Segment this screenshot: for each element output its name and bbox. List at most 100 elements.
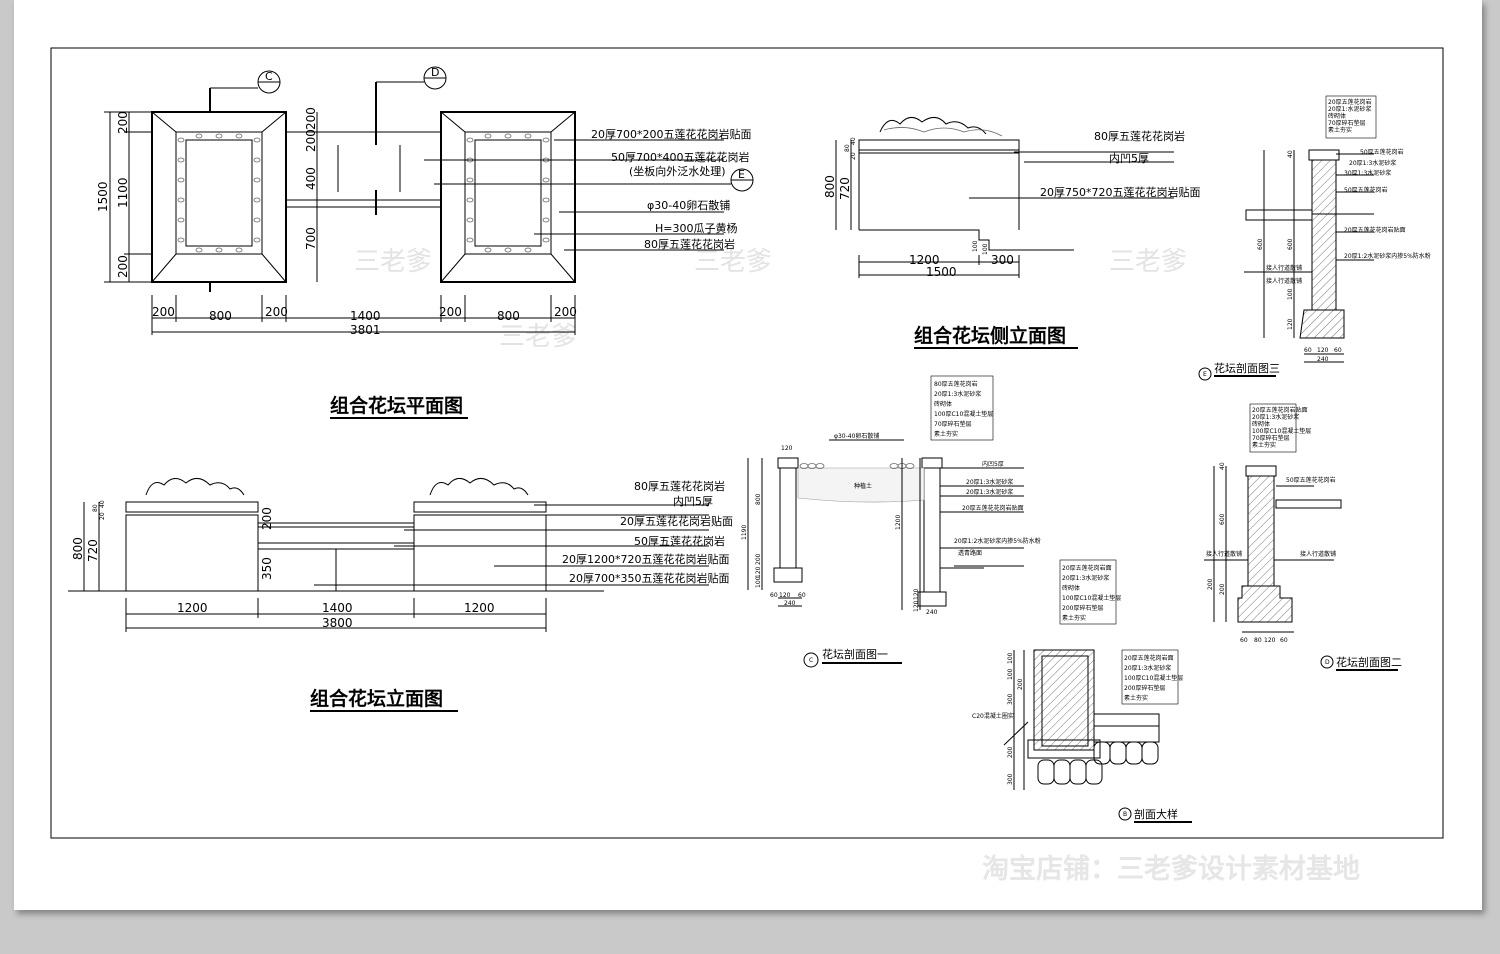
sec3-layer-4: 70厚碎石垫层 xyxy=(1328,119,1366,127)
watermark-3: 三老爹 xyxy=(1109,247,1187,277)
plan-callout-1: 20厚700*200五莲花花岗岩贴面 xyxy=(591,127,752,141)
detail-layer-4: 100厚C10混凝土垫层 xyxy=(1062,594,1121,602)
sec1-dim-1: 120 xyxy=(781,445,793,452)
detail-dim-5: 300 xyxy=(1007,773,1014,785)
plan-mid-dim-2: 200 xyxy=(304,129,318,152)
sec1-dim-11: 1200 xyxy=(895,515,902,530)
sec3-callout-7: 接人行道散铺 xyxy=(1266,264,1302,272)
plan-callout-6: 80厚五莲花花岗岩 xyxy=(644,237,735,251)
sec1-callout-7: 透青路面 xyxy=(958,549,982,557)
sec3-dim-7: 120 xyxy=(1317,347,1329,354)
sec2-dim-4: 200 xyxy=(1207,578,1214,590)
sec1-layer-4: 100厚C10混凝土垫层 xyxy=(934,410,993,418)
plan-callout-3: (坐板向外泛水处理) xyxy=(629,164,726,178)
side-step-dim-1: 100 xyxy=(972,240,979,252)
elev-callout-3: 20厚五莲花花岗岩贴面 xyxy=(620,514,733,528)
elev-mid-dim-2: 350 xyxy=(260,557,274,580)
plan-dim-3: 200 xyxy=(265,305,288,319)
sec1-dim-3: 800 xyxy=(755,493,762,505)
section-3: 50厚五莲花岗岩 20厚1:3水泥砂浆 30厚1:3水泥砂浆 50厚五莲花岗岩 … xyxy=(1198,95,1431,381)
sec2-dim-3: 200 xyxy=(1219,583,1226,595)
sec1-layer-1: 80厚五莲花岗岩 xyxy=(934,380,978,388)
sec3-callout-1: 50厚五莲花岗岩 xyxy=(1360,148,1404,156)
sec3-layer-5: 素土夯实 xyxy=(1328,126,1352,134)
detail-layer-2: 20厚1:3水泥砂浆 xyxy=(1062,574,1109,582)
sec2-callout-1: 50厚五莲花花岗岩 xyxy=(1286,476,1336,484)
elev-mid-dim-1: 200 xyxy=(260,507,274,530)
detail-layer-3: 砖砌体 xyxy=(1062,584,1080,592)
detail-layer2-3: 100厚C10混凝土垫层 xyxy=(1124,674,1183,682)
sec2-layer-6: 素土夯实 xyxy=(1252,441,1276,449)
plan-callout-2: 50厚700*400五莲花花岗岩 xyxy=(611,150,750,164)
sec1-callout-6: 20厚1:2水泥砂浆内掺5%防水粉 xyxy=(954,537,1041,545)
sec3-callout-3: 30厚1:3水泥砂浆 xyxy=(1344,169,1391,177)
sec1-marker xyxy=(803,652,819,668)
watermark-4: 三老爹 xyxy=(499,322,577,352)
sec1-dim-13: 120 xyxy=(913,600,920,612)
elev-left-dim-3: 80 xyxy=(92,504,99,512)
detail-layer-1: 20厚五莲花岗岩面 xyxy=(1062,564,1112,572)
detail-callout-1: C20混凝土圈实 xyxy=(972,712,1014,720)
sec3-dim-6: 60 xyxy=(1304,347,1312,354)
plan-callout-4: φ30-40卵石散铺 xyxy=(647,198,730,212)
shop-watermark: 淘宝店铺：三老爹设计素材基地 xyxy=(982,853,1360,885)
sec1-layer-6: 素土夯实 xyxy=(934,430,958,438)
side-callout-1: 80厚五莲花花岗岩 xyxy=(1094,129,1185,143)
drawing-frame xyxy=(50,47,1444,839)
plan-title: 组合花坛平面图 xyxy=(330,394,463,417)
elev-callout-4: 50厚五莲花花岗岩 xyxy=(634,534,725,548)
plan-dim-5: 200 xyxy=(439,305,462,319)
sec1-callout-2: 内凹5厚 xyxy=(982,460,1004,468)
detail-marker xyxy=(1118,807,1132,821)
sec2-callout-3: 接人行道散铺 xyxy=(1300,550,1336,558)
sec1-dim-4: 200 xyxy=(755,553,762,565)
side-left-dim-4: 20 xyxy=(850,152,857,160)
detail-dim-1: 100 xyxy=(1007,652,1014,664)
side-elevation: 80厚五莲花花岗岩 内凹5厚 20厚750*720五莲花花岗岩贴面 1200 3… xyxy=(823,117,1201,349)
detail-marker-label: B xyxy=(1123,811,1127,818)
sec2-dim-5: 80 xyxy=(1254,637,1262,644)
elev-left-dim-5: 40 xyxy=(99,500,106,508)
drawing-sheet: 三老爹 三老爹 三老爹 三老爹 xyxy=(14,0,1482,910)
elevation-view: 80厚五莲花花岗岩 内凹5厚 20厚五莲花花岗岩贴面 50厚五莲花花岗岩 20厚… xyxy=(68,478,733,712)
sec3-layer-2: 20厚1:水泥砂浆 xyxy=(1328,105,1371,113)
watermark-2: 三老爹 xyxy=(694,247,772,277)
sec3-callout-2: 20厚1:3水泥砂浆 xyxy=(1349,159,1396,167)
sec1-dim-14: 240 xyxy=(926,609,938,616)
sec3-layer-3: 砖砌体 xyxy=(1328,112,1346,120)
sec3-callout-4: 50厚五莲花岗岩 xyxy=(1344,186,1388,194)
elev-left-dim-2: 720 xyxy=(86,539,100,562)
sec2-marker-label: D xyxy=(1325,659,1330,666)
plan-left-total: 1500 xyxy=(96,181,110,212)
plan-left-dim-1: 200 xyxy=(116,111,130,134)
plan-dim-1: 200 xyxy=(152,305,175,319)
sec2-dim-1: 600 xyxy=(1219,513,1226,525)
elev-dim-1: 1200 xyxy=(177,601,208,615)
sec2-layer-3: 砖砌体 xyxy=(1252,420,1270,428)
marker-c-label: C xyxy=(265,70,273,83)
side-title: 组合花坛侧立面图 xyxy=(914,324,1066,347)
detail-layer2-2: 20厚1:3水泥砂浆 xyxy=(1124,664,1171,672)
elev-callout-5: 20厚1200*720五莲花花岗岩贴面 xyxy=(562,552,730,566)
detail-dim-4: 200 xyxy=(1007,746,1014,758)
sec1-dim-10: 60 xyxy=(798,592,806,599)
elev-dim-2: 1400 xyxy=(322,601,353,615)
plan-mid-dim-1: 200 xyxy=(304,107,318,130)
sec1-layer-3: 砖砌体 xyxy=(934,400,952,408)
section-1: φ30-40卵石散铺 内凹5厚 20厚1:3水泥砂浆 20厚1:3水泥砂浆 20… xyxy=(741,375,1041,668)
elev-left-dim-1: 800 xyxy=(71,537,85,560)
side-step-dim-2: 100 xyxy=(982,243,989,255)
side-dim-total: 1500 xyxy=(926,265,957,279)
section-2: 50厚五莲花花岗岩 接人行道散铺 接人行道散铺 20厚五莲花岗岩贴面 20厚1:… xyxy=(1204,403,1402,671)
cad-drawing: 三老爹 三老爹 三老爹 三老爹 xyxy=(50,47,1444,885)
detail-dim-6: 200 xyxy=(1017,678,1024,690)
detail-layer2-1: 20厚五莲花岗岩面 xyxy=(1124,654,1174,662)
elev-dim-total: 3800 xyxy=(322,616,353,630)
sec1-dim-9: 60 xyxy=(770,592,778,599)
side-left-dim-2: 720 xyxy=(838,177,852,200)
plan-dim-2: 800 xyxy=(209,309,232,323)
sec1-callout-5: 20厚五莲花花岗岩贴面 xyxy=(962,504,1024,512)
side-callout-2: 内凹5厚 xyxy=(1109,151,1149,165)
sec1-callout-8: 种植土 xyxy=(854,482,872,490)
sec1-callout-3: 20厚1:3水泥砂浆 xyxy=(966,478,1013,486)
